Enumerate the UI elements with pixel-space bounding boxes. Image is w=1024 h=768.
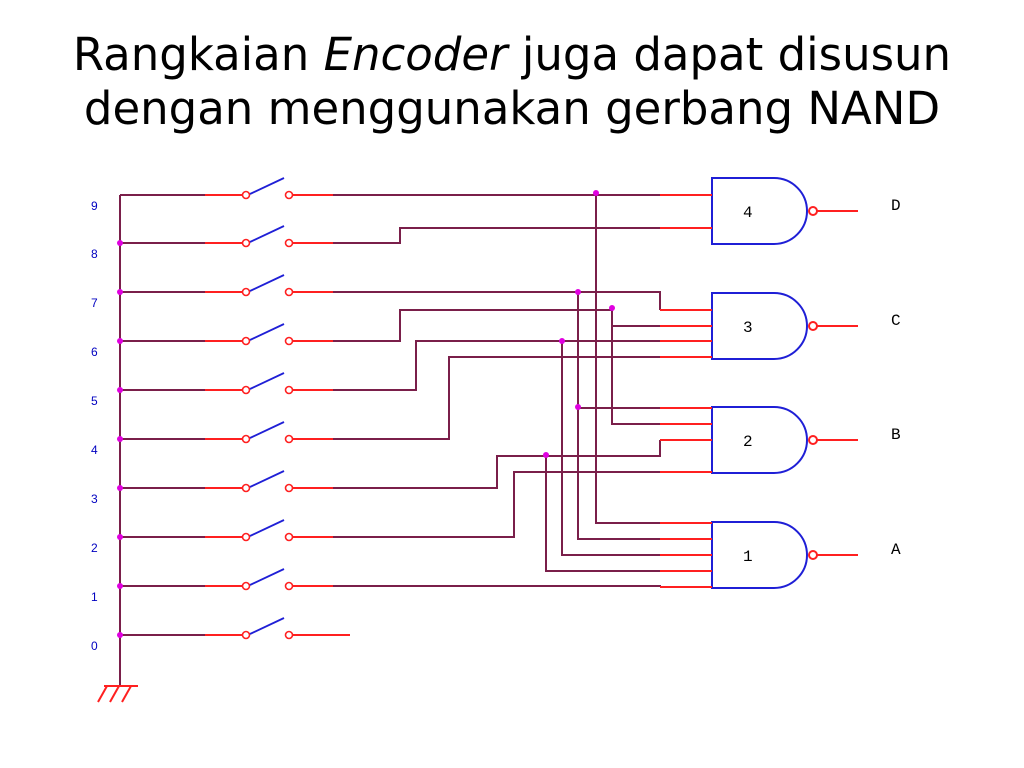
nand-gate-1 bbox=[711, 521, 808, 589]
gate-number: 2 bbox=[743, 433, 753, 451]
junction-dot bbox=[117, 583, 123, 589]
switch-contact bbox=[241, 287, 251, 297]
switch-arm bbox=[249, 274, 285, 292]
junction-dot bbox=[117, 338, 123, 344]
nand-gate-4 bbox=[711, 177, 808, 245]
switch-contact bbox=[284, 581, 294, 591]
switch-contact bbox=[241, 238, 251, 248]
switch-row-label: 8 bbox=[91, 247, 98, 261]
wire-gate3-in7 bbox=[333, 291, 661, 310]
switch-contact bbox=[284, 190, 294, 200]
nand-gate-3 bbox=[711, 292, 808, 360]
switch-contact bbox=[241, 434, 251, 444]
switch-row-label: 3 bbox=[91, 492, 98, 506]
title-line-1: Rangkaian Encoder juga dapat disusun bbox=[0, 28, 1024, 82]
junction-dot bbox=[593, 190, 599, 196]
junction-dot bbox=[117, 289, 123, 295]
nand-bubble bbox=[808, 321, 818, 331]
gate-number: 3 bbox=[743, 319, 753, 337]
switch-arm bbox=[249, 421, 285, 439]
switch-arm bbox=[249, 372, 285, 390]
slide-title: Rangkaian Encoder juga dapat disusun den… bbox=[0, 28, 1024, 136]
title-line-2: dengan menggunakan gerbang NAND bbox=[83, 82, 941, 135]
wire-gate3-in4 bbox=[333, 356, 660, 440]
junction-dot bbox=[117, 485, 123, 491]
switch-row-label: 5 bbox=[91, 394, 98, 408]
wire-gate2-in6 bbox=[611, 310, 660, 425]
wire-gate1-in7 bbox=[577, 408, 660, 540]
ground-stroke bbox=[109, 685, 120, 703]
switch-arm bbox=[249, 617, 285, 635]
ground-stroke bbox=[97, 685, 108, 703]
switch-contact bbox=[284, 336, 294, 346]
output-label-C: C bbox=[891, 312, 901, 330]
switch-contact bbox=[284, 434, 294, 444]
switch-row-label: 6 bbox=[91, 345, 98, 359]
switch-contact bbox=[241, 532, 251, 542]
output-label-D: D bbox=[891, 197, 901, 215]
output-label-B: B bbox=[891, 426, 901, 444]
switch-contact bbox=[241, 581, 251, 591]
wire-gate2-in3 bbox=[333, 440, 661, 489]
switch-arm bbox=[249, 323, 285, 341]
switch-arm bbox=[249, 470, 285, 488]
nand-bubble bbox=[808, 206, 818, 216]
wire-gate3-in6 bbox=[333, 309, 660, 342]
switch-contact bbox=[284, 532, 294, 542]
switch-row-label: 9 bbox=[91, 199, 98, 213]
switch-contact bbox=[241, 385, 251, 395]
nand-bubble bbox=[808, 435, 818, 445]
junction-dot bbox=[117, 240, 123, 246]
title-text-1: Rangkaian bbox=[72, 28, 324, 81]
nand-gate-2 bbox=[711, 406, 808, 474]
switch-row-label: 2 bbox=[91, 541, 98, 555]
junction-dot bbox=[575, 404, 581, 410]
junction-dot bbox=[543, 452, 549, 458]
ground-stroke bbox=[121, 685, 132, 703]
switch-row-label: 1 bbox=[91, 590, 98, 604]
switch-contact bbox=[284, 385, 294, 395]
wire-gate2-in2 bbox=[333, 471, 660, 538]
junction-dot bbox=[575, 289, 581, 295]
switch-contact bbox=[284, 483, 294, 493]
nand-bubble bbox=[808, 550, 818, 560]
junction-dot bbox=[117, 534, 123, 540]
switch-contact bbox=[241, 630, 251, 640]
gate-number: 1 bbox=[743, 548, 753, 566]
switch-contact bbox=[241, 190, 251, 200]
junction-dot bbox=[117, 436, 123, 442]
switch-row-label: 0 bbox=[91, 639, 98, 653]
wire-gate1-in5 bbox=[561, 341, 660, 556]
switch-contact bbox=[241, 336, 251, 346]
junction-dot bbox=[117, 387, 123, 393]
junction-dot bbox=[559, 338, 565, 344]
switch-arm bbox=[249, 568, 285, 586]
title-text-2: juga dapat disusun bbox=[507, 28, 952, 81]
output-label-A: A bbox=[891, 541, 901, 559]
wire-gate1-in9 bbox=[595, 195, 660, 524]
switch-contact bbox=[284, 630, 294, 640]
switch-arm bbox=[249, 177, 285, 195]
switch-contact bbox=[284, 287, 294, 297]
title-italic-word: Encoder bbox=[323, 28, 508, 81]
junction-dot bbox=[117, 632, 123, 638]
switch-arm bbox=[249, 519, 285, 537]
switch-arm bbox=[249, 225, 285, 243]
wire-gate4-in8 bbox=[333, 227, 660, 244]
wire-gate3-in5 bbox=[333, 340, 660, 391]
wire-gate1-in3 bbox=[545, 456, 660, 572]
switch-contact bbox=[241, 483, 251, 493]
gate-number: 4 bbox=[743, 204, 753, 222]
switch-contact bbox=[284, 238, 294, 248]
junction-dot bbox=[609, 305, 615, 311]
switch-row-label: 4 bbox=[91, 443, 98, 457]
wire-gate1-in1 bbox=[333, 585, 661, 587]
switch-row-label: 7 bbox=[91, 296, 98, 310]
